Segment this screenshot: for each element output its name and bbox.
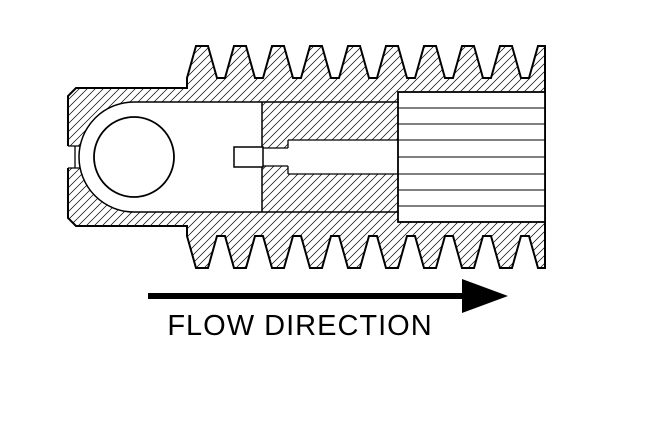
- flow-direction-label: FLOW DIRECTION: [167, 310, 432, 342]
- poppet-bore-narrow-cavity: [263, 148, 288, 166]
- inlet-port-outline: [68, 145, 80, 169]
- flow-direction-arrow: [148, 279, 508, 313]
- check-ball: [93, 116, 175, 198]
- poppet-bore-wide-cavity: [288, 140, 398, 174]
- arrow-head-icon: [462, 279, 508, 313]
- poppet-bore-outline: [263, 139, 398, 175]
- inlet-port-cavity: [66, 146, 81, 168]
- outlet-insert: [397, 91, 546, 223]
- outlet-insert-lines: [398, 107, 545, 207]
- chamber-and-poppet-bore-outline: [78, 101, 398, 213]
- poppet-stem: [233, 146, 264, 168]
- arrow-shaft: [148, 293, 465, 299]
